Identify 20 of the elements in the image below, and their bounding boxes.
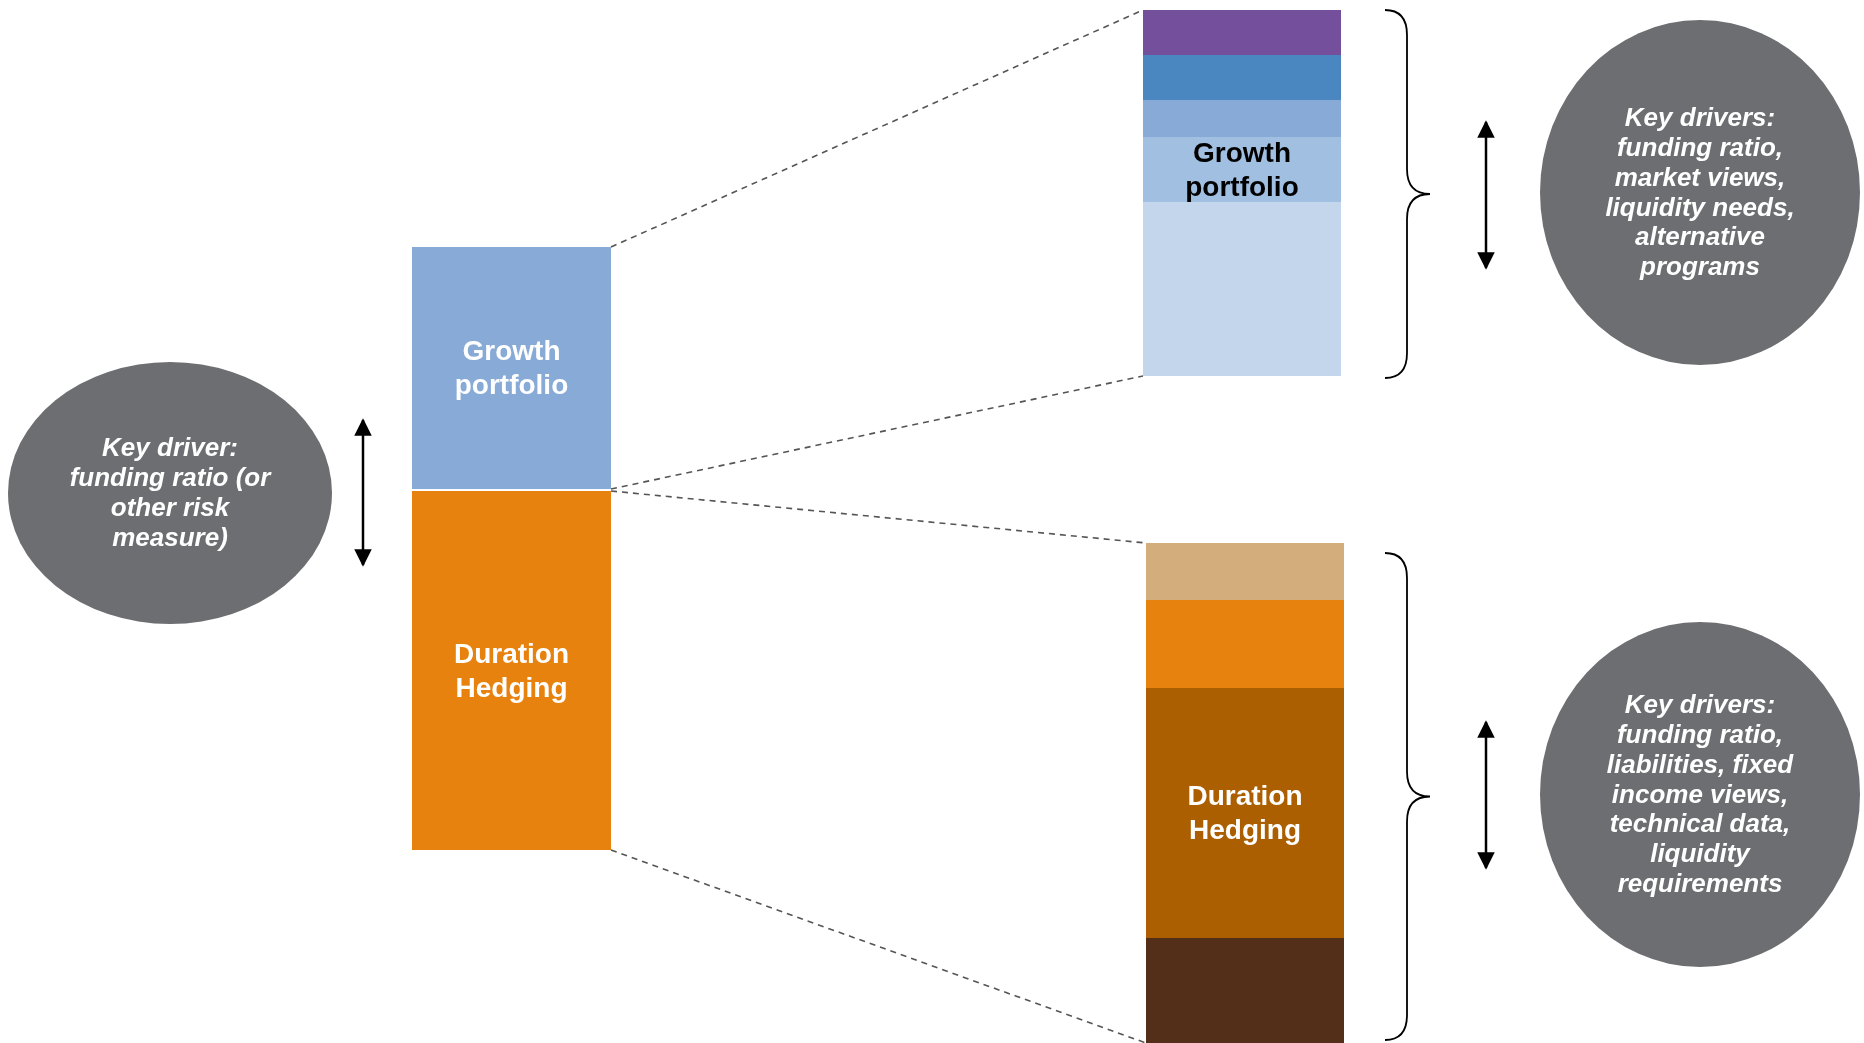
driver-text: Key drivers: funding ratio, liabilities, fixed income views, technical data, liquidity requirements [1605, 689, 1795, 900]
projection-line [610, 849, 1147, 1043]
portfolio-box [412, 247, 611, 489]
stack-segment [1143, 100, 1341, 137]
stack-segment [1143, 55, 1341, 100]
portfolio-box [1146, 688, 1344, 938]
stack-segment [1143, 202, 1341, 376]
portfolio-label: Duration Hedging [452, 636, 571, 705]
stack-segment [1146, 600, 1344, 688]
portfolio-label: Growth portfolio [453, 334, 570, 402]
portfolio-box [412, 491, 611, 850]
stack-segment [1146, 938, 1344, 1043]
portfolio-box [1143, 137, 1341, 202]
stack-segment [1146, 543, 1344, 600]
portfolio-label: Duration Hedging [1186, 779, 1304, 847]
portfolio-label: Growth portfolio [1184, 135, 1300, 204]
driver-text: Key driver: funding ratio (or other risk measure) [68, 433, 273, 553]
projection-line [610, 375, 1144, 490]
driver-text: Key drivers: funding ratio, market views, liquidity needs, alternative programs [1604, 102, 1796, 283]
stack-segment [1143, 10, 1341, 55]
